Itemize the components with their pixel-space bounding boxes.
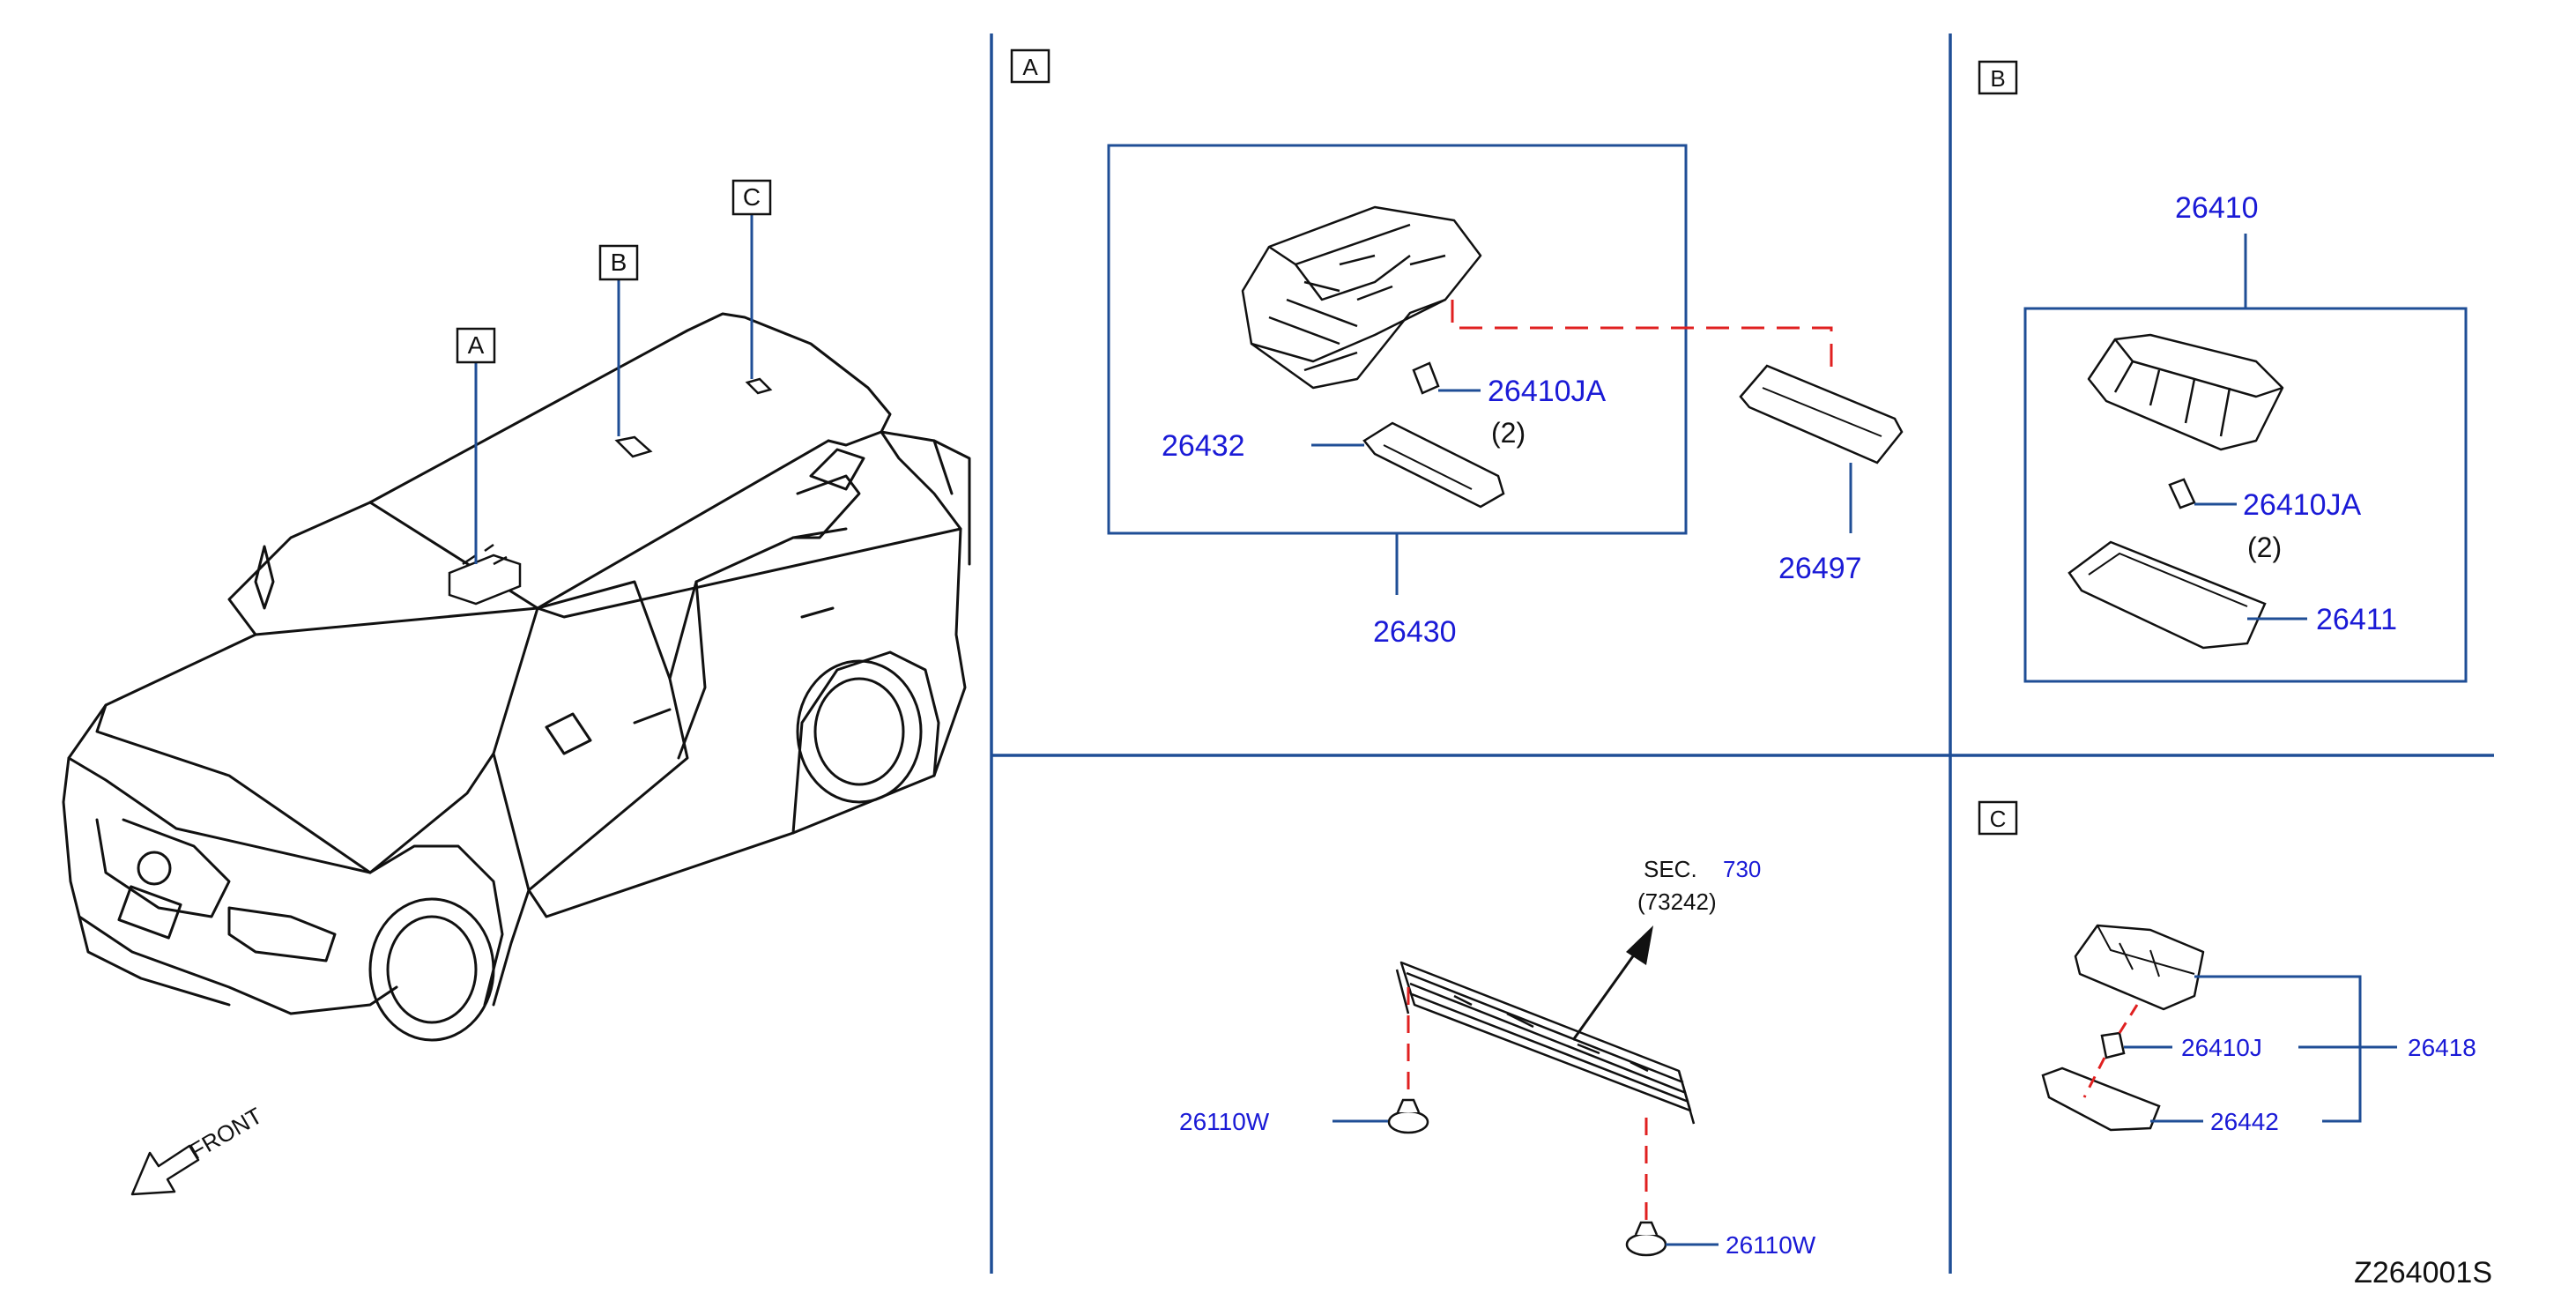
part-26418: 26418 (2408, 1034, 2476, 1061)
front-label: FRONT (185, 1102, 267, 1164)
bulb-26410ja-icon (1412, 361, 1440, 395)
lens-26442-icon (2041, 1066, 2161, 1132)
vehicle-illustration (62, 312, 971, 1042)
part-26110w-right: 26110W (1726, 1231, 1816, 1259)
sec-number: 730 (1723, 856, 1761, 882)
front-arrow-icon (130, 1144, 200, 1196)
part-26410ja-a: 26410JA (1488, 375, 1607, 408)
overview-leaders (474, 215, 753, 564)
clip-left-icon (1387, 1098, 1429, 1134)
roof-part-a (448, 554, 522, 606)
roof-part-b (614, 435, 653, 458)
room-lamp-housing-b (2087, 333, 2284, 451)
roof-reinforcement (1395, 961, 1696, 1125)
dashed-link-a (1451, 300, 1833, 368)
bracket-26497-icon (1739, 364, 1904, 464)
panel-b-label: B (1990, 65, 2005, 92)
part-26410ja-a-qty: (2) (1491, 417, 1526, 449)
overview-label-c: C (743, 183, 761, 211)
panel-a-assembly-box (1107, 144, 1688, 535)
panel-bottom: SEC. 730 (73242) 26110W 26110W (1179, 856, 1816, 1259)
part-26410j: 26410J (2181, 1034, 2262, 1061)
panel-a: A 26410JA (2) 26432 26430 264 (1010, 48, 1904, 649)
sec-arrow-line (1571, 947, 1641, 1041)
part-26430: 26430 (1373, 615, 1457, 649)
part-26410ja-b: 26410JA (2243, 488, 2362, 522)
overview-label-a-box (456, 327, 496, 364)
vehicle-roof-parts (448, 377, 773, 606)
room-lamp-housing-c (2074, 924, 2205, 1011)
part-26410ja-b-qty: (2) (2247, 531, 2282, 563)
panel-a-label-box (1010, 48, 1050, 84)
sec-arrow-head-icon (1626, 925, 1653, 965)
roof-part-c (745, 377, 773, 395)
sec-prefix: SEC. (1644, 856, 1697, 882)
panel-dividers (990, 33, 2494, 1274)
panel-b-label-box (1978, 60, 2018, 95)
part-26110w-left: 26110W (1179, 1108, 1270, 1135)
overview-label-b: B (611, 249, 627, 276)
sec-sub: (73242) (1637, 888, 1717, 915)
diagram-id: Z264001S (2354, 1256, 2492, 1289)
part-26497: 26497 (1778, 552, 1862, 585)
overview-label-b-box (598, 244, 639, 281)
map-lamp-housing (1241, 205, 1482, 390)
part-26411: 26411 (2316, 603, 2397, 636)
overview-label-c-box (731, 179, 772, 216)
panel-c: C 26410J 26442 26418 (1978, 800, 2476, 1135)
overview-label-a: A (468, 331, 485, 359)
panel-b-assembly-box (2023, 307, 2468, 683)
part-26442: 26442 (2210, 1108, 2279, 1135)
clip-right-icon (1625, 1221, 1667, 1257)
panel-c-label-box (1978, 800, 2018, 836)
bulb-26410j-icon (2100, 1031, 2126, 1059)
panel-a-label: A (1022, 54, 1038, 80)
front-indicator: FRONT (130, 1102, 267, 1196)
bulb-26410ja-b-icon (2168, 478, 2196, 509)
overview-labels: A B C (456, 179, 772, 364)
lens-26432-icon (1362, 421, 1505, 509)
panel-c-label: C (1990, 806, 2007, 832)
panel-b: B 26410 26410JA (2) 26411 (1978, 60, 2468, 683)
part-26432: 26432 (1162, 429, 1245, 463)
part-26410: 26410 (2175, 191, 2259, 225)
lens-26411-icon (2067, 540, 2267, 650)
